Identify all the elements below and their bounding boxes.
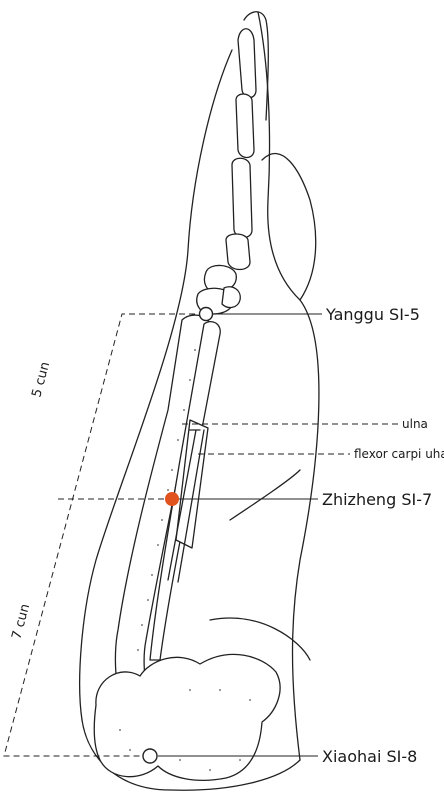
measurement-lower-label: 7 cun [9,602,33,641]
yanggu-label: Yanggu SI-5 [325,305,420,324]
carpal-bones [197,265,240,314]
elbow-bones [94,654,280,780]
zhizheng-point[interactable] [165,492,179,506]
xiaohai-label: Xiaohai SI-8 [322,747,417,766]
ulna-label: ulna [402,417,428,431]
xiaohai-point[interactable] [143,749,157,763]
zhizheng-label: Zhizheng SI-7 [322,490,432,509]
yanggu-point[interactable] [200,308,213,321]
finger-bones [226,29,256,270]
measurement-upper-label: 5 cun [29,360,53,399]
flexor-label: flexor carpi uharis [354,447,444,461]
